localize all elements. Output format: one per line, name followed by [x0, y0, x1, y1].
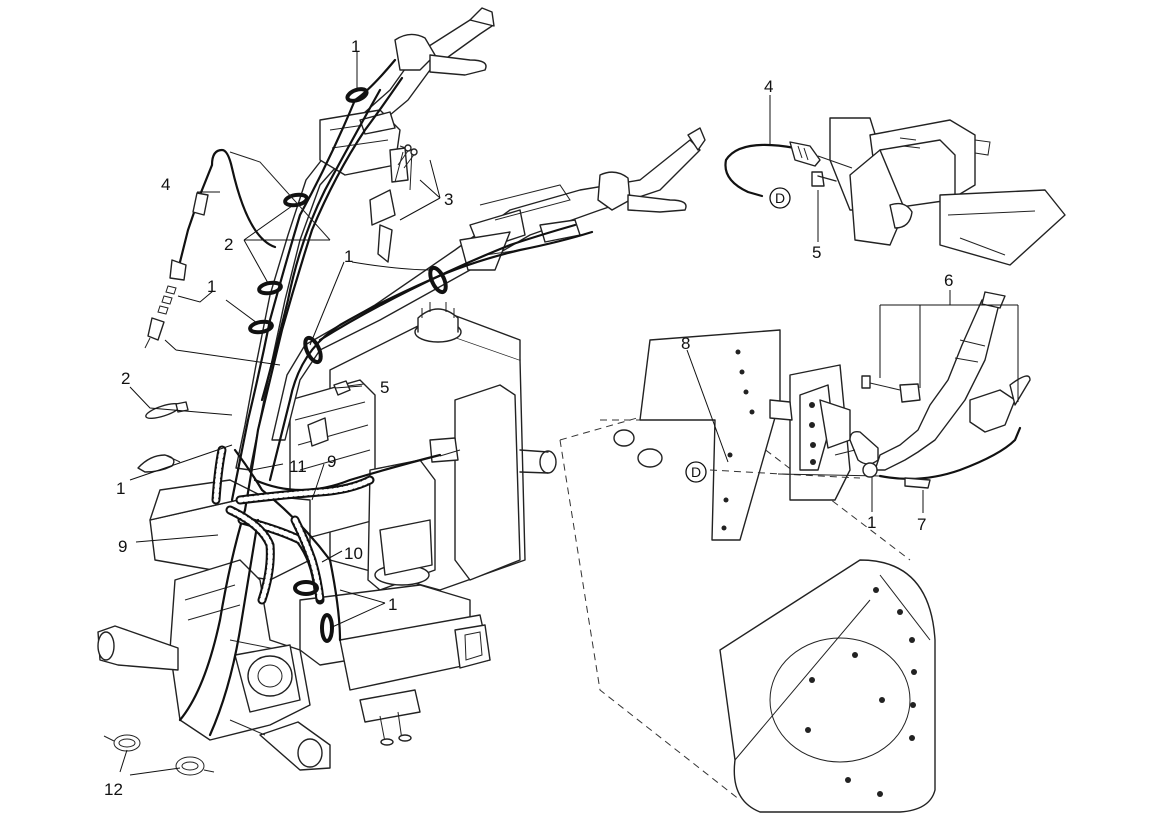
transmission-housing — [97, 559, 331, 771]
callout-9-upper: 9 — [327, 452, 336, 471]
callout-3: 3 — [444, 190, 453, 209]
wire-harnesses — [211, 445, 375, 605]
reference-dashes — [709, 426, 1022, 489]
bolt-5 — [333, 380, 365, 396]
callout-1-loose-tie: 1 — [116, 479, 125, 498]
inset-bracket-assembly — [724, 117, 1066, 266]
callout-5-inset: 5 — [812, 243, 821, 262]
callout-1-handlebar: 1 — [344, 247, 353, 266]
callout-10: 10 — [344, 544, 363, 563]
loose-cable-assembly — [144, 148, 331, 349]
callout-4-inset: 4 — [764, 77, 773, 96]
callout-1-left: 1 — [207, 277, 216, 296]
callout-2-loose: 2 — [121, 369, 130, 388]
reference-label-main: D — [691, 464, 701, 480]
leader-lines — [119, 52, 1019, 776]
tine-housing — [559, 399, 936, 813]
frame — [149, 479, 491, 746]
callout-1-handle-top: 1 — [351, 37, 360, 56]
handle-bolts — [397, 144, 418, 169]
loose-ties — [137, 401, 189, 473]
callout-8: 8 — [681, 334, 690, 353]
callout-5-main: 5 — [380, 378, 389, 397]
callout-1-lever: 1 — [867, 513, 876, 532]
cable-ties — [248, 87, 448, 643]
housing-bolt-holes — [805, 587, 917, 797]
callout-12: 12 — [104, 780, 123, 799]
callout-7: 7 — [917, 515, 926, 534]
callout-1-bottom: 1 — [388, 595, 397, 614]
callout-4-left: 4 — [161, 175, 170, 194]
callout-11: 11 — [289, 457, 307, 476]
callout-labels: 1 1 1 1 1 1 2 2 3 4 4 5 5 6 7 8 9 9 10 1… — [104, 37, 953, 799]
reference-circle-main: D — [685, 461, 707, 483]
callout-6: 6 — [944, 271, 953, 290]
callout-9-lower: 9 — [118, 537, 127, 556]
control-lever-assembly — [834, 291, 1031, 471]
side-plate-assembly — [613, 329, 851, 541]
reference-label-inset: D — [775, 190, 785, 206]
torsion-springs — [103, 734, 215, 776]
callout-2-upper: 2 — [224, 235, 233, 254]
reference-circle-inset: D — [769, 187, 791, 209]
